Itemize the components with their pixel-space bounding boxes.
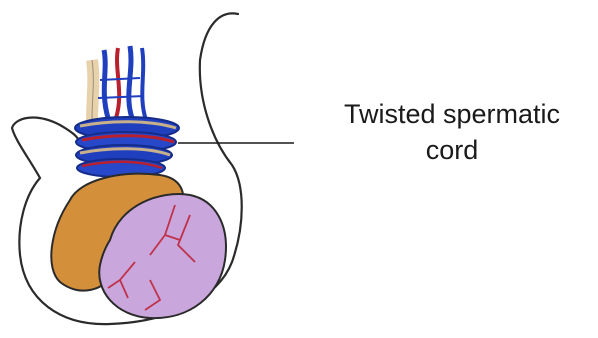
twisted-segment: [75, 117, 179, 177]
spermatic-cord: [92, 46, 146, 120]
annotation-line-1: Twisted spermatic: [318, 96, 586, 132]
annotation-label: Twisted spermatic cord: [318, 96, 586, 168]
annotation-line-2: cord: [318, 132, 586, 168]
